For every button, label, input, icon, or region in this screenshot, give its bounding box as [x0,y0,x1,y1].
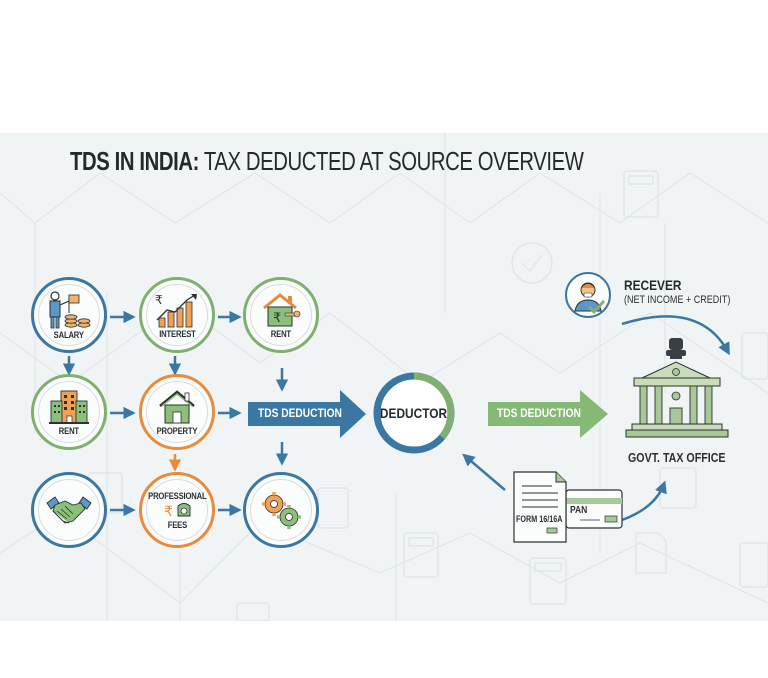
tds-deduction-arrow-right: TDS DEDUCTION [488,390,610,438]
title-bold: TDS IN INDIA: [70,146,200,176]
receiver-person-check-icon [565,272,611,318]
svg-text:₹: ₹ [273,311,281,326]
tds-deduction-label: TDS DEDUCTION [258,406,342,420]
right-arrow-shape [248,390,366,438]
deductor-label: DEDUCTOR [380,405,448,421]
house-icon [159,389,195,423]
diagram-panel [0,133,768,621]
source-property: PROPERTY [139,374,215,450]
documents-group: FORM 16/16A PAN [512,470,624,544]
background-pattern [0,133,768,621]
rupee-growth-chart-icon: ₹ [155,293,197,327]
source-label: RENT [270,328,292,339]
govt-tax-office-label: GOVT. TAX OFFICE [628,450,726,465]
handshake-icon [46,496,92,524]
title-rest: TAX DEDUCTED AT SOURCE OVERVIEW [199,146,584,176]
deductor-node: DEDUCTOR [372,371,456,455]
svg-text:₹: ₹ [164,504,173,519]
govt-tax-office-building [622,336,732,448]
government-building-icon [625,338,729,438]
source-label: RENT [58,425,80,436]
svg-text:₹: ₹ [155,293,163,307]
source-services [243,472,319,548]
receiver-avatar [564,271,612,319]
apartment-building-icon [49,390,89,424]
source-label: PROPERTY [156,425,198,436]
page-title: TDS IN INDIA: TAX DEDUCTED AT SOURCE OVE… [70,146,584,177]
receiver-subtitle: (NET INCOME + CREDIT) [624,294,731,306]
source-label: SALARY [53,329,85,340]
tds-deduction-label: TDS DEDUCTION [497,406,581,420]
form-and-pan-icon [513,471,623,543]
source-label-top: PROFESSIONAL [147,491,207,501]
source-interest: ₹ INTEREST [139,277,215,353]
rupee-house-key-icon: ₹ [263,292,301,326]
rupee-receipt-icon: ₹ [164,503,191,519]
form-label: FORM 16/16A [516,514,563,524]
receiver-title: RECEVER [624,277,682,293]
source-rent-house: ₹ RENT [243,277,319,353]
salary-person-coins-icon [49,290,91,328]
source-professional-fees: PROFESSIONAL ₹ FEES [139,472,215,548]
deductor-ring [373,372,455,454]
pan-label: PAN [570,505,588,516]
source-contract [31,472,107,548]
tds-deduction-arrow-left: TDS DEDUCTION [248,390,368,438]
right-arrow-shape [488,390,608,438]
source-rent-building: RENT [31,374,107,450]
gears-icon [262,492,301,529]
source-salary: SALARY [31,277,107,353]
source-label: INTEREST [158,328,196,339]
source-label-bottom: FEES [167,520,187,530]
